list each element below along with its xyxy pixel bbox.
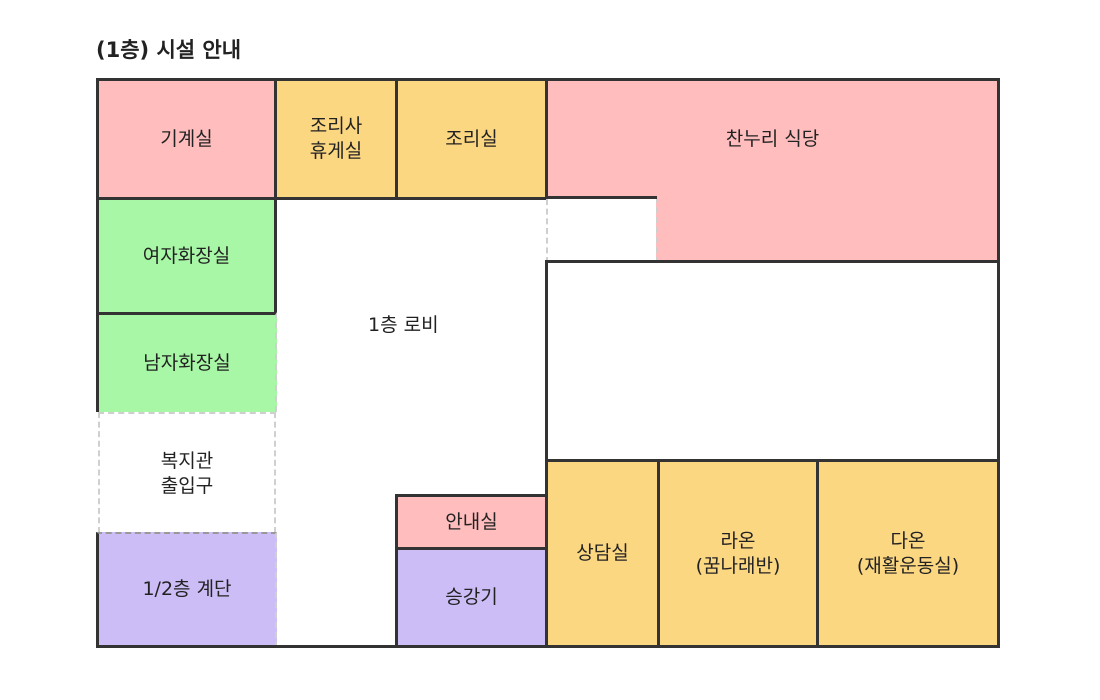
room-elevator-label: 승강기 <box>445 586 498 609</box>
room-machine[interactable]: 기계실 <box>96 78 277 200</box>
room-kitchen-label: 조리실 <box>445 127 498 150</box>
room-entrance-label: 복지관 출입구 <box>160 449 214 497</box>
room-machine-label: 기계실 <box>160 127 213 150</box>
wall-cafe-notch-top <box>545 196 657 199</box>
wall-lobby-bottom <box>274 645 398 648</box>
room-stairs-label: 1/2층 계단 <box>142 578 232 601</box>
room-cafeteria[interactable]: 찬누리 식당 <box>545 78 1000 198</box>
room-cook-rest[interactable]: 조리사 휴게실 <box>274 78 398 200</box>
room-cook-rest-label: 조리사 휴게실 <box>309 115 363 162</box>
room-info-desk-label: 안내실 <box>445 510 498 533</box>
room-lobby-label: 1층 로비 <box>368 314 439 336</box>
page-title: (1층) 시설 안내 <box>96 38 242 62</box>
room-da-on-label: 다온 (재활운동실) <box>856 529 960 577</box>
room-kitchen[interactable]: 조리실 <box>395 78 548 200</box>
room-women-restroom-label: 여자화장실 <box>142 244 231 267</box>
room-stairs[interactable]: 1/2층 계단 <box>96 532 277 648</box>
room-da-on[interactable]: 다온 (재활운동실) <box>816 459 1000 648</box>
room-men-restroom[interactable]: 남자화장실 <box>96 312 277 412</box>
wall-mid-left <box>545 260 548 462</box>
room-cafeteria-label: 찬누리 식당 <box>725 128 820 151</box>
wall-mid-right <box>997 260 1000 462</box>
room-counseling[interactable]: 상담실 <box>545 459 660 648</box>
room-lounge-label: 라온 (꿈나래반) <box>695 529 781 577</box>
wall-mid-top <box>545 260 1000 263</box>
room-men-restroom-label: 남자화장실 <box>143 352 231 375</box>
room-counseling-label: 상담실 <box>576 542 629 565</box>
room-entrance[interactable]: 복지관 출입구 <box>98 412 276 533</box>
room-info-desk[interactable]: 안내실 <box>395 494 548 550</box>
room-cafeteria-lower <box>656 197 1000 263</box>
room-lounge[interactable]: 라온 (꿈나래반) <box>657 459 819 648</box>
room-women-restroom[interactable]: 여자화장실 <box>96 197 277 315</box>
room-elevator[interactable]: 승강기 <box>395 547 548 648</box>
door-cafe-notch <box>546 199 548 263</box>
